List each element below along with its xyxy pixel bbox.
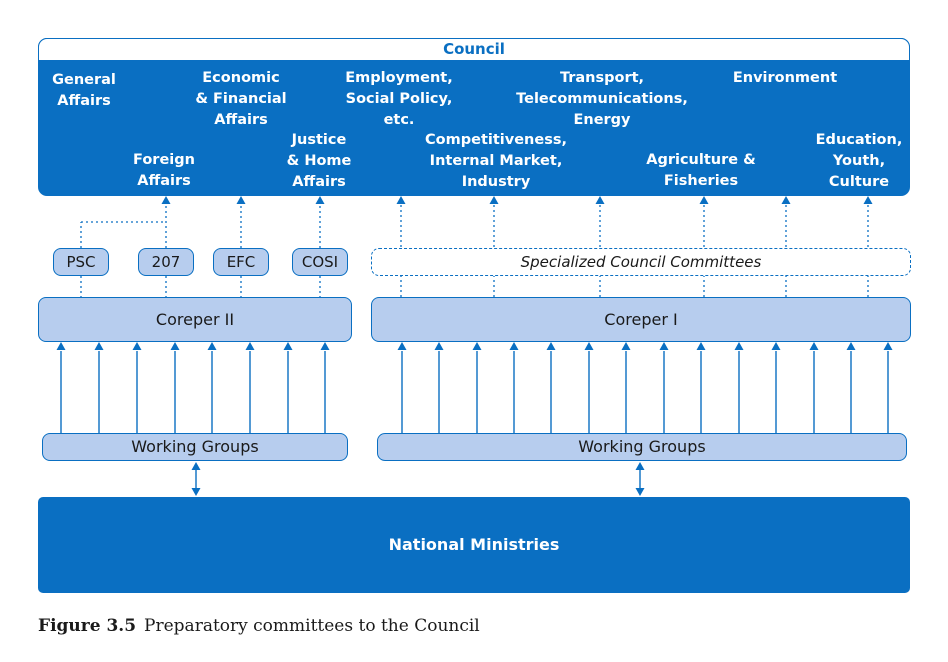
double-arrow-up-0 [191,462,201,470]
council-title: Council [443,40,505,58]
config-agriculture: Agriculture & Fisheries [646,152,756,189]
wg-left-arrowhead-3 [170,342,180,350]
wg-right-arrowhead-13 [883,342,893,350]
wg-right-arrowhead-10 [771,342,781,350]
wg-right-arrowhead-4 [546,342,556,350]
arrowhead-right-4 [781,196,791,204]
arrowhead-justice [315,196,325,204]
wg-left-arrowhead-5 [245,342,255,350]
coreper-ii: Coreper II [38,297,352,342]
wg-right-arrowhead-12 [846,342,856,350]
wg-left-arrowhead-0 [56,342,66,350]
wg-left-arrowhead-7 [320,342,330,350]
wg-right-arrowhead-5 [584,342,594,350]
wg-right-arrowhead-2 [472,342,482,350]
double-arrow-up-1 [635,462,645,470]
wg-left-arrowhead-1 [94,342,104,350]
double-arrow-down-1 [635,488,645,496]
arrowhead-right-1 [489,196,499,204]
wg-right-arrowhead-1 [434,342,444,350]
wg-right-arrowhead-6 [621,342,631,350]
wg-left-arrowhead-2 [132,342,142,350]
arrowhead-economic [236,196,246,204]
arrowhead-right-0 [396,196,406,204]
double-arrow-down-0 [191,488,201,496]
config-foreign-affairs: Foreign Affairs [133,152,195,189]
specialized-committees: Specialized Council Committees [371,248,911,276]
working-groups-right: Working Groups [377,433,907,461]
figure-caption-text: Preparatory committees to the Council [144,616,480,636]
config-justice-home: Justice & Home Affairs [286,132,352,190]
council-title-bar [38,38,910,60]
arrowheads [56,196,893,496]
arrowhead-right-5 [863,196,873,204]
config-education: Education, Youth, Culture [815,132,903,190]
config-transport: Transport, Telecommunications, Energy [516,70,688,128]
figure-label: Figure 3.5 [38,616,137,636]
wg-right-arrowhead-8 [696,342,706,350]
wg-right-arrowhead-11 [809,342,819,350]
config-general-affairs: General Affairs [52,72,116,109]
arrowhead-foreign-affairs [161,196,171,204]
arrowhead-right-3 [699,196,709,204]
figure-caption: Figure 3.5 Preparatory committees to the … [38,616,480,636]
config-economic-financial: Economic & Financial Affairs [195,70,287,128]
coreper-i: Coreper I [371,297,911,342]
national-ministries: National Ministries [38,497,910,593]
committee-207: 207 [138,248,194,276]
committee-efc: EFC [213,248,269,276]
wg-right-arrowhead-9 [734,342,744,350]
wg-right-arrowhead-0 [397,342,407,350]
arrowhead-right-2 [595,196,605,204]
wg-left-arrowhead-4 [207,342,217,350]
working-groups-left: Working Groups [42,433,348,461]
committee-psc: PSC [53,248,109,276]
council-box [38,38,910,196]
config-competitiveness: Competitiveness, Internal Market, Indust… [425,132,567,190]
wg-right-arrowhead-7 [659,342,669,350]
wg-left-arrowhead-6 [283,342,293,350]
solid-arrows [60,351,889,488]
wg-right-arrowhead-3 [509,342,519,350]
config-employment: Employment, Social Policy, etc. [345,70,453,128]
config-environment: Environment [732,70,838,86]
committee-cosi: COSI [292,248,348,276]
